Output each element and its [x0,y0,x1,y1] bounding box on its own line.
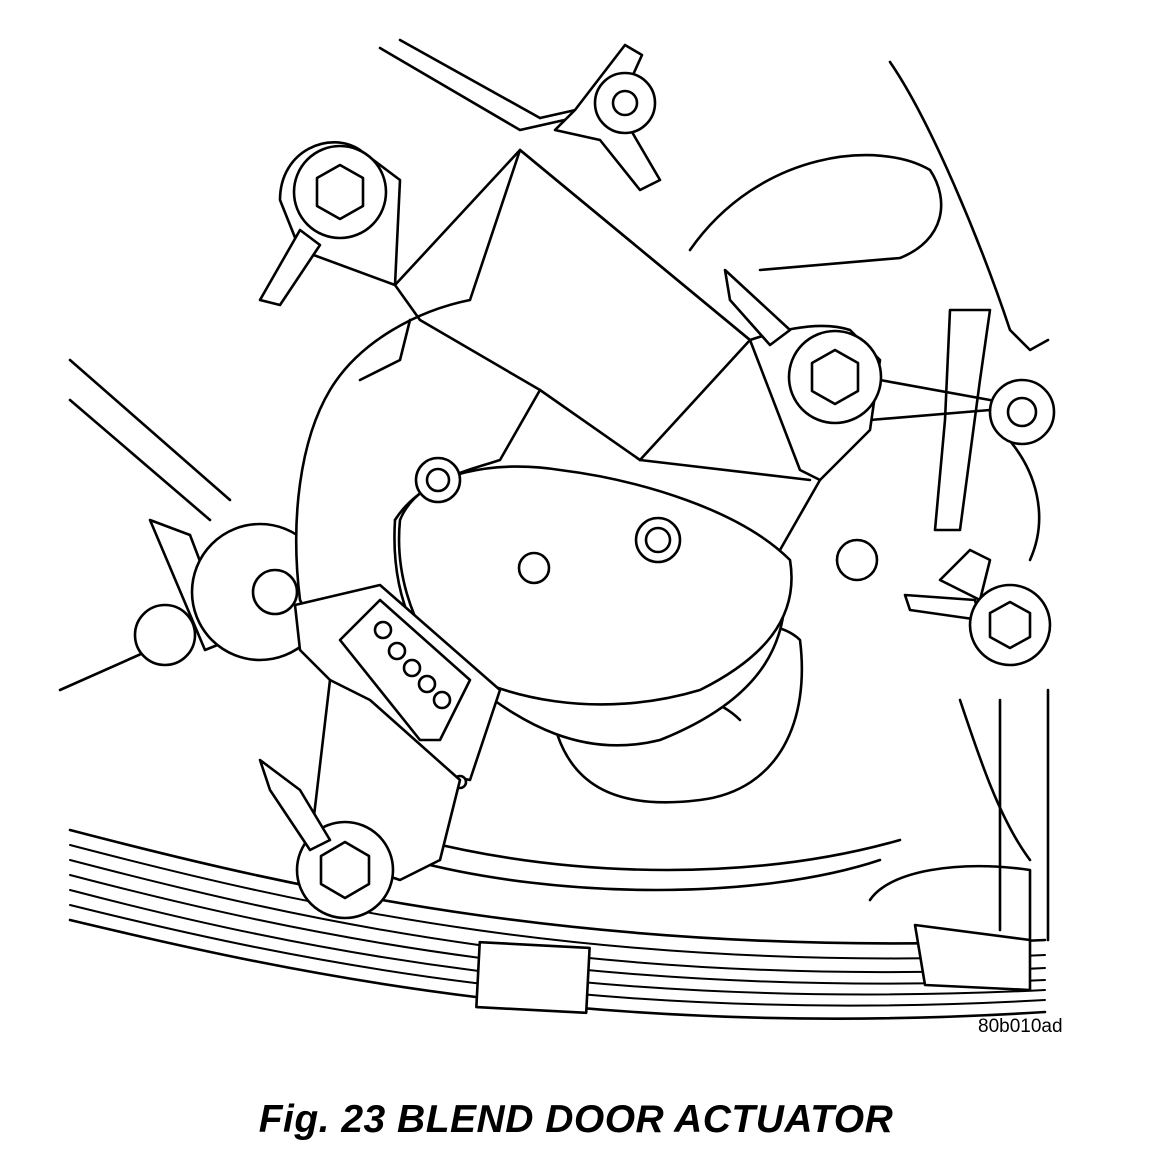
wiring-harness [70,830,1045,1019]
upper-mounting-bracket [555,45,660,190]
mounting-screw-right [725,270,881,480]
electrical-connector [295,585,500,788]
right-pivot-bracket [870,310,1054,530]
heater-housing-outline [60,40,1048,940]
door-shaft-pivot [135,520,328,665]
mounting-screw-far-right [905,550,1050,665]
mounting-screw-upper-left [260,142,400,305]
figure-reference-code: 80b010ad [978,1016,1063,1037]
figure-caption: Fig. 23 BLEND DOOR ACTUATOR [258,1098,894,1141]
mounting-screw-lower [260,680,460,918]
blend-door-actuator-illustration [0,0,1152,1060]
